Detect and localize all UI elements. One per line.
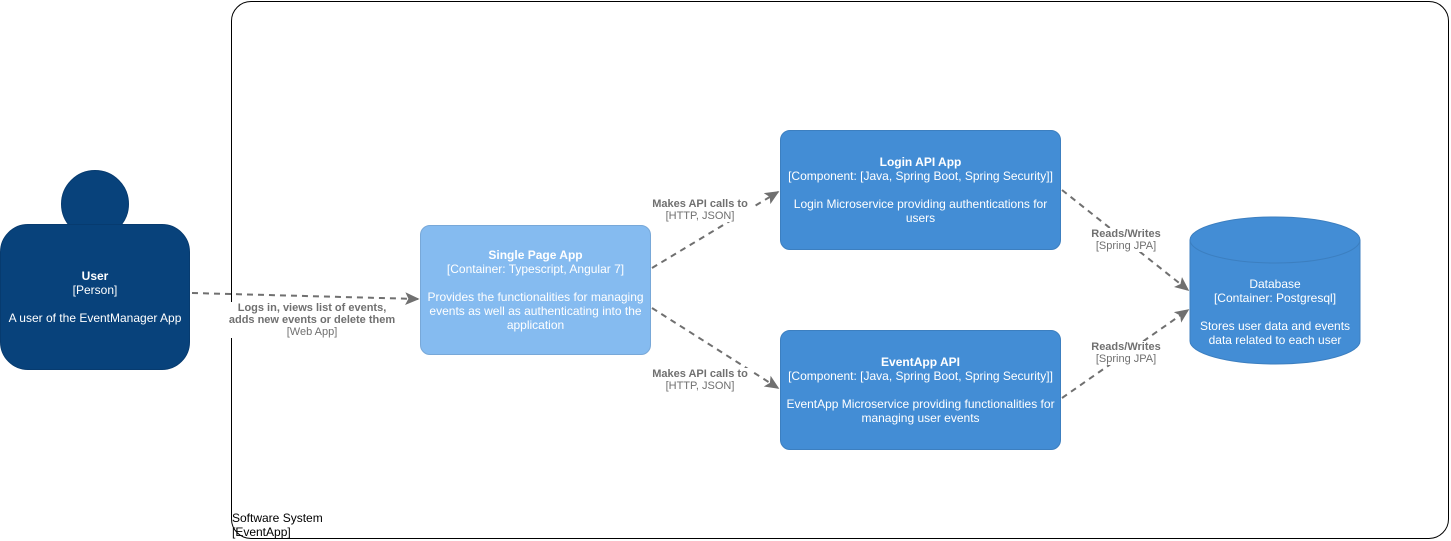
edge-user-to-spa [191, 292, 420, 306]
edge-label-login-db: Reads/Writes [Spring JPA] [1088, 228, 1164, 252]
edge-label-spa-login: Makes API calls to [HTTP, JSON] [648, 198, 752, 222]
database-node[interactable]: Database [Container: Postgresql] Stores … [1190, 262, 1360, 362]
login-api-description: Login Microservice providing authenticat… [793, 197, 1048, 225]
login-api-node[interactable]: Login API App [Component: [Java, Spring … [780, 130, 1061, 250]
eventapp-api-title: EventApp API [881, 355, 960, 369]
login-api-title: Login API App [879, 155, 962, 169]
user-kind: [Person] [72, 283, 118, 297]
single-page-app-node[interactable]: Single Page App [Container: Typescript, … [420, 225, 651, 355]
spa-title: Single Page App [488, 248, 583, 262]
eventapp-api-description: EventApp Microservice providing function… [786, 397, 1055, 425]
edge-label-spa-eventapp-text: Makes API calls to [652, 368, 748, 380]
edge-spa-to-login [651, 191, 780, 269]
eventapp-api-tech: [Component: [Java, Spring Boot, Spring S… [788, 369, 1053, 383]
software-system-boundary [231, 1, 1449, 539]
boundary-label: Software System [EventApp] [232, 511, 323, 539]
database-tech: [Container: Postgresql] [1213, 291, 1337, 305]
edge-label-eventapp-db: Reads/Writes [Spring JPA] [1088, 341, 1164, 365]
edge-label-spa-eventapp-tech: [HTTP, JSON] [665, 380, 735, 392]
edge-label-spa-login-text: Makes API calls to [652, 198, 748, 210]
boundary-name: Software System [232, 511, 323, 525]
edge-label-spa-login-tech: [HTTP, JSON] [665, 210, 735, 222]
edge-label-login-db-text: Reads/Writes [1091, 228, 1161, 240]
edge-label-login-db-tech: [Spring JPA] [1095, 240, 1157, 252]
user-title: User [81, 269, 109, 283]
spa-tech: [Container: Typescript, Angular 7] [446, 262, 625, 276]
user-description: A user of the EventManager App [8, 311, 182, 325]
user-person[interactable]: User [Person] A user of the EventManager… [0, 224, 190, 370]
database-title: Database [1249, 277, 1301, 291]
edge-label-user-spa-tech: [Web App] [286, 326, 338, 338]
edge-label-user-spa-line2: adds new events or delete them [228, 314, 396, 326]
eventapp-api-node[interactable]: EventApp API [Component: [Java, Spring B… [780, 330, 1061, 450]
database-description: Stores user data and events data related… [1199, 319, 1351, 347]
edge-label-user-spa-line1: Logs in, views list of events, [237, 302, 387, 314]
edge-label-eventapp-db-tech: [Spring JPA] [1095, 353, 1157, 365]
edge-label-eventapp-db-text: Reads/Writes [1091, 341, 1161, 353]
boundary-type: [EventApp] [232, 525, 291, 539]
edge-label-user-spa: Logs in, views list of events, adds new … [226, 302, 398, 338]
edge-spa-to-eventapp [651, 307, 780, 389]
spa-description: Provides the functionalities for managin… [427, 290, 644, 332]
login-api-tech: [Component: [Java, Spring Boot, Spring S… [788, 169, 1053, 183]
database-cylinder[interactable] [1189, 216, 1361, 365]
edge-label-spa-eventapp: Makes API calls to [HTTP, JSON] [648, 368, 752, 392]
edge-eventapp-to-db [1061, 309, 1190, 399]
